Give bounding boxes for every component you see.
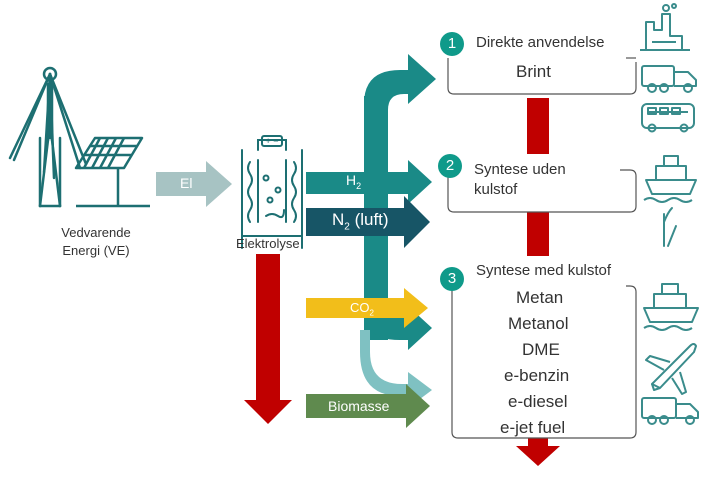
el-arrow-label: El (180, 175, 193, 191)
badge-1 (440, 32, 464, 56)
co2-symbol: CO (350, 300, 370, 315)
ship-icon-2 (643, 283, 699, 331)
h2-symbol: H (346, 172, 357, 188)
biomass-arrow-label: Biomasse (328, 398, 390, 414)
box1-item: Brint (516, 62, 551, 81)
heat-arrow-label: Varme (237, 328, 252, 366)
svg-text:+ −: + − (265, 136, 278, 146)
factory-icon (640, 3, 690, 51)
box2-frame (447, 169, 637, 213)
h2-subscript: 2 (356, 180, 362, 191)
electrolysis-label: Elektrolyse (236, 236, 300, 251)
biomass-arrow (306, 384, 430, 428)
box3-item-dme: DME (522, 340, 560, 359)
box3-item-metan: Metan (516, 288, 564, 307)
box2-title-line2: kulstof (474, 181, 518, 198)
electrolyser-icon: + − (241, 135, 303, 249)
plant-icon (663, 207, 677, 247)
co2-arrow-label: CO2 (350, 300, 374, 318)
red-connector-2-3 (527, 212, 549, 256)
box3-title: Syntese med kulstof (476, 262, 612, 279)
box3-frame (451, 284, 637, 439)
solar-panel-icon (74, 136, 150, 208)
source-label-line2: Energi (VE) (62, 243, 130, 258)
red-connector-1-2 (527, 98, 549, 154)
badge-3 (440, 267, 464, 291)
red-output-arrow (516, 438, 560, 466)
heat-arrow (244, 254, 292, 424)
bus-icon (641, 103, 695, 133)
box3-item-metanol: Metanol (508, 314, 569, 333)
n2-subscript: 2 (344, 221, 350, 233)
box2-title-line1: Syntese uden (474, 161, 566, 178)
box2-title: Syntese uden kulstof (474, 160, 566, 200)
h2-biomass-branch (360, 330, 432, 408)
box3-item-e-jet-fuel: e-jet fuel (500, 418, 566, 437)
el-arrow (156, 161, 232, 207)
truck-icon-2 (641, 397, 699, 425)
co2-arrow (306, 288, 428, 328)
ship-icon-1 (643, 155, 697, 203)
badge-1-number: 1 (447, 35, 457, 52)
box1-title: Direkte anvendelse (476, 34, 605, 51)
wind-turbine-icon (8, 66, 88, 208)
source-label-line1: Vedvarende (61, 225, 131, 240)
n2-arrow-label: N2 (luft) (332, 210, 389, 232)
badge-3-number: 3 (447, 270, 457, 287)
truck-icon (641, 65, 697, 93)
badge-2 (438, 154, 462, 178)
h2-to-box1-arrow (364, 54, 436, 150)
h2-arrow-label: H2 (346, 172, 361, 191)
box3-item-e-diesel: e-diesel (508, 392, 568, 411)
h2-arrow (306, 160, 432, 204)
box1-frame (447, 57, 637, 95)
n2-symbol: N (332, 210, 345, 229)
n2-arrow (306, 196, 430, 248)
n2-suffix: (luft) (349, 210, 389, 229)
source-label: Vedvarende Energi (VE) (46, 224, 146, 260)
box3-item-e-benzin: e-benzin (504, 366, 570, 385)
airplane-icon (645, 343, 697, 395)
co2-subscript: 2 (369, 308, 374, 318)
badge-2-number: 2 (445, 157, 455, 174)
